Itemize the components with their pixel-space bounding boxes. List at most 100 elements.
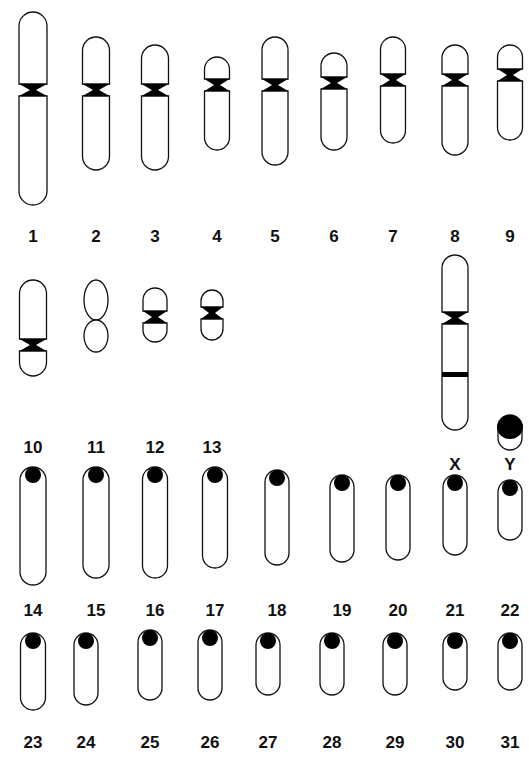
chromosome-number: 20 bbox=[389, 601, 408, 621]
centromere bbox=[142, 630, 158, 646]
chromosome-q-arm bbox=[262, 91, 288, 165]
chromosome-number: 12 bbox=[146, 438, 165, 458]
centromere bbox=[498, 69, 523, 81]
chromosome-number: 6 bbox=[329, 227, 338, 247]
chromosome-q-arm bbox=[321, 89, 347, 150]
centromere bbox=[324, 633, 340, 649]
chromosome-p-arm bbox=[262, 37, 288, 79]
chromosome bbox=[320, 633, 344, 695]
chromosome bbox=[262, 37, 288, 165]
chromosome-q-arm bbox=[201, 319, 223, 340]
chromosome-number: 24 bbox=[77, 733, 96, 753]
chromosome-body bbox=[498, 480, 522, 540]
chromosome-body bbox=[265, 470, 289, 565]
chromosome-number: 13 bbox=[203, 438, 222, 458]
chromosome-number: 16 bbox=[146, 601, 165, 621]
chromosome-number: 28 bbox=[323, 733, 342, 753]
chromosome-body bbox=[143, 467, 168, 578]
chromosome bbox=[143, 288, 167, 342]
chromosome-body bbox=[83, 467, 109, 578]
centromere bbox=[147, 467, 163, 483]
chromosome bbox=[442, 45, 468, 155]
centromere bbox=[442, 312, 468, 324]
chromosome-p-arm bbox=[201, 290, 223, 307]
chromosome bbox=[497, 415, 523, 450]
chromosome bbox=[84, 280, 108, 352]
chromosome bbox=[202, 467, 227, 568]
chromosome-number: Y bbox=[504, 455, 515, 475]
chromosome-number: 23 bbox=[24, 733, 43, 753]
chromosome-number: 4 bbox=[212, 227, 221, 247]
chromosome-body bbox=[21, 633, 46, 710]
chromosome-q-arm bbox=[84, 320, 108, 352]
chromosome-p-arm bbox=[381, 37, 406, 74]
chromosome bbox=[142, 45, 169, 170]
chromosome-p-arm bbox=[498, 45, 523, 69]
chromosome bbox=[83, 37, 110, 170]
chromosome-number: 29 bbox=[386, 733, 405, 753]
centromere bbox=[19, 84, 47, 96]
chromosome bbox=[443, 633, 467, 690]
chromosome bbox=[20, 467, 46, 585]
chromosome-body bbox=[20, 467, 46, 585]
chromosome-number: 15 bbox=[87, 601, 106, 621]
centromere bbox=[201, 307, 223, 319]
chromosome-body bbox=[443, 475, 467, 555]
chromosome bbox=[204, 57, 229, 150]
chromosome bbox=[442, 255, 468, 430]
chromosome-band bbox=[442, 372, 468, 377]
chromosome-number: 31 bbox=[501, 733, 520, 753]
centromere bbox=[83, 84, 110, 96]
chromosome-p-arm bbox=[143, 288, 167, 311]
chromosome-body bbox=[74, 633, 98, 705]
chromosome-body bbox=[198, 630, 222, 700]
chromosome-number: 17 bbox=[206, 601, 225, 621]
centromere bbox=[20, 339, 47, 351]
centromere bbox=[447, 475, 463, 491]
chromosome bbox=[83, 467, 109, 578]
chromosome bbox=[201, 290, 223, 340]
chromosome-q-arm bbox=[143, 323, 167, 342]
chromosome-q-arm bbox=[19, 96, 47, 205]
chromosome-p-arm bbox=[442, 45, 468, 74]
centromere bbox=[381, 74, 406, 86]
centromere bbox=[387, 633, 403, 649]
chromosome-q-arm bbox=[442, 86, 468, 155]
chromosome bbox=[198, 630, 222, 700]
chromosome-p-arm bbox=[83, 37, 110, 84]
chromosome bbox=[321, 53, 347, 150]
chromosome-number: 22 bbox=[501, 601, 520, 621]
chromosome-number: 1 bbox=[28, 227, 37, 247]
chromosome bbox=[330, 475, 354, 562]
chromosome-number: 27 bbox=[259, 733, 278, 753]
chromosome-number: 9 bbox=[505, 227, 514, 247]
centromere bbox=[143, 311, 167, 323]
chromosome bbox=[138, 630, 162, 700]
chromosome-p-arm bbox=[84, 280, 108, 320]
chromosome-number: 19 bbox=[333, 601, 352, 621]
chromosome-q-arm bbox=[442, 324, 468, 430]
chromosome bbox=[256, 633, 280, 695]
chromosome-number: 10 bbox=[24, 438, 43, 458]
chromosome bbox=[265, 470, 289, 565]
chromosome bbox=[74, 633, 98, 705]
chromosome-body bbox=[320, 633, 344, 695]
centromere bbox=[442, 74, 468, 86]
chromosome bbox=[498, 480, 522, 540]
chromosome bbox=[498, 633, 522, 690]
centromere bbox=[390, 475, 406, 491]
chromosome-q-arm bbox=[381, 86, 406, 143]
chromosome-number: 5 bbox=[270, 227, 279, 247]
chromosome-body bbox=[443, 633, 467, 690]
centromere bbox=[205, 79, 230, 91]
centromere bbox=[142, 84, 169, 96]
chromosome-q-arm bbox=[83, 96, 110, 170]
chromosome-p-arm bbox=[321, 53, 347, 77]
chromosome-p-arm bbox=[204, 57, 229, 79]
centromere bbox=[202, 630, 218, 646]
chromosome-body bbox=[256, 633, 280, 695]
centromere bbox=[447, 633, 463, 649]
chromosome-body bbox=[330, 475, 354, 562]
chromosome bbox=[20, 280, 47, 376]
chromosome-body bbox=[386, 475, 410, 560]
